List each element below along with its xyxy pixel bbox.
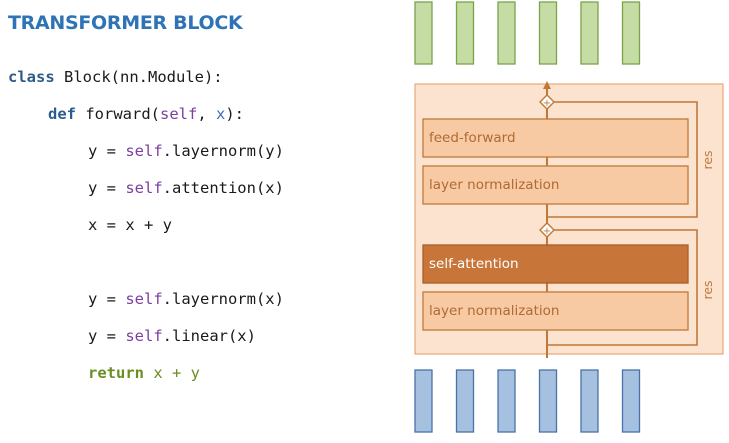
output-vector [621, 1, 641, 65]
output-vectors [414, 1, 641, 65]
self-ref: self [125, 290, 163, 308]
assign-lhs: y = [88, 142, 126, 160]
self-param: self [160, 105, 198, 123]
code-line-def: def forward(self, x): [48, 103, 244, 125]
res-label-bottom: res [700, 280, 715, 299]
input-vector [414, 369, 433, 433]
class-signature: Block(nn.Module): [54, 68, 223, 86]
feed-forward-label: feed-forward [429, 130, 516, 146]
self-attention-label: self-attention [429, 256, 519, 272]
slide-title: TRANSFORMER BLOCK [8, 12, 243, 34]
method-call: .linear(x) [162, 327, 256, 345]
plus-icon: + [543, 98, 551, 109]
output-vector [455, 1, 475, 65]
layer-norm-top-label: layer normalization [429, 177, 559, 193]
code-line-residual-1: x = x + y [88, 216, 172, 234]
output-vector [414, 1, 433, 65]
param-separator: , [197, 105, 216, 123]
input-vector [455, 369, 475, 433]
feed-forward-box [422, 118, 689, 158]
output-vector [497, 1, 516, 65]
self-ref: self [125, 142, 163, 160]
self-ref: self [125, 327, 163, 345]
assign-lhs: y = [88, 327, 126, 345]
function-name: forward( [76, 105, 160, 123]
code-line-linear: y = self.linear(x) [88, 325, 256, 347]
keyword-return: return [88, 364, 144, 382]
input-vector [497, 369, 516, 433]
code-line-return: return x + y [88, 362, 200, 384]
assign-lhs: y = [88, 290, 126, 308]
residual-connection-bottom [547, 229, 698, 346]
add-node-bottom: + [539, 222, 555, 238]
keyword-def: def [48, 105, 76, 123]
assign-lhs: y = [88, 179, 126, 197]
x-param: x [216, 105, 226, 123]
input-vector [538, 369, 558, 433]
input-vector [621, 369, 641, 433]
plus-icon: + [543, 226, 551, 237]
res-label-top: res [700, 150, 715, 169]
add-node-top: + [539, 94, 555, 110]
input-vector [580, 369, 599, 433]
method-call: .layernorm(y) [162, 142, 284, 160]
output-vector [538, 1, 558, 65]
residual-connection-top [547, 101, 698, 218]
self-attention-box [422, 244, 689, 284]
input-vectors [414, 369, 641, 433]
def-end: ): [225, 105, 245, 123]
self-ref: self [125, 179, 163, 197]
output-vector [580, 1, 599, 65]
code-line-class: class Block(nn.Module): [8, 66, 223, 88]
layer-norm-bottom-box [422, 291, 689, 331]
code-line-layernorm-1: y = self.layernorm(y) [88, 140, 284, 162]
method-call: .layernorm(x) [162, 290, 284, 308]
method-call: .attention(x) [162, 179, 284, 197]
code-line-layernorm-2: y = self.layernorm(x) [88, 288, 284, 310]
layer-norm-bottom-label: layer normalization [429, 303, 559, 319]
return-expr: x + y [144, 364, 200, 382]
layer-norm-top-box [422, 165, 689, 205]
code-line-attention: y = self.attention(x) [88, 177, 284, 199]
keyword-class: class [8, 68, 55, 86]
